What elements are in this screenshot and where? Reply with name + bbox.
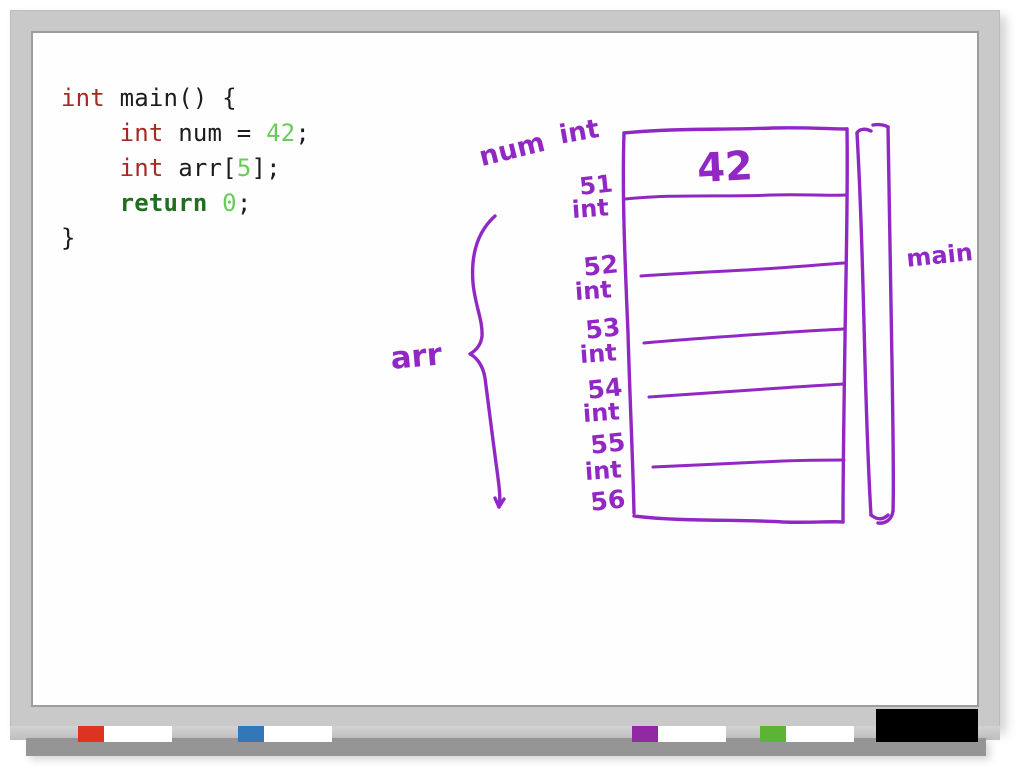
main-frame-outer-bottom	[876, 509, 895, 525]
main-brace	[855, 131, 873, 517]
address-label: int	[557, 114, 602, 151]
main-label: main	[905, 238, 975, 273]
arr-label: arr	[389, 336, 444, 377]
code-indent	[61, 154, 120, 182]
marker-cap	[760, 726, 786, 742]
code-line: return 0;	[61, 186, 310, 221]
code-line: int arr[5];	[61, 151, 310, 186]
num-label: num	[476, 126, 549, 174]
arr-brace-tip	[493, 496, 506, 509]
code-token: 5	[236, 154, 252, 182]
code-block: int main() { int num = 42; int arr[5]; r…	[61, 81, 310, 256]
code-token: int	[119, 154, 164, 182]
address-label: int	[571, 193, 610, 224]
address-label: int	[579, 338, 618, 369]
arr-brace	[468, 214, 502, 509]
code-token: ;	[295, 119, 311, 147]
cell-divider-3	[642, 327, 845, 345]
code-indent	[61, 189, 120, 217]
code-token: ];	[251, 154, 281, 182]
code-token: return	[119, 189, 208, 217]
code-line: }	[61, 221, 310, 256]
main-brace-bottom-hook	[869, 513, 890, 521]
main-frame-outer-top	[871, 122, 890, 129]
code-token: 0	[222, 189, 237, 217]
whiteboard-surface[interactable]: int main() { int num = 42; int arr[5]; r…	[33, 33, 977, 705]
address-label: int	[584, 455, 623, 486]
marker-body	[658, 726, 726, 742]
code-token: ;	[236, 189, 252, 217]
tray-shelf	[26, 738, 986, 756]
marker-cap	[78, 726, 104, 742]
cell-divider-2	[639, 261, 846, 278]
code-token: arr[	[163, 154, 237, 182]
memory-box-right-wall	[841, 127, 849, 524]
eraser[interactable]	[876, 709, 978, 742]
whiteboard-frame: int main() { int num = 42; int arr[5]; r…	[10, 10, 1000, 728]
address-label: int	[582, 397, 621, 428]
blue-marker[interactable]	[238, 726, 332, 742]
code-line: int num = 42;	[61, 116, 310, 151]
cell-divider-5	[651, 458, 846, 469]
code-token: int	[119, 119, 164, 147]
red-marker[interactable]	[78, 726, 172, 742]
marker-body	[264, 726, 332, 742]
cell-value-42: 42	[696, 143, 755, 192]
address-label: int	[574, 275, 613, 306]
memory-box-top-edge	[622, 126, 849, 135]
purple-marker[interactable]	[632, 726, 726, 742]
code-indent	[61, 119, 120, 147]
code-token: int	[61, 84, 105, 112]
main-frame-outer-line	[886, 125, 896, 513]
marker-cap	[238, 726, 264, 742]
address-label: 55	[589, 427, 627, 460]
marker-body	[104, 726, 172, 742]
code-line: int main() {	[61, 81, 310, 116]
whiteboard-bevel: int main() { int num = 42; int arr[5]; r…	[31, 31, 979, 707]
cell-divider-1	[623, 193, 847, 201]
main-brace-top-hook	[855, 127, 873, 135]
green-marker[interactable]	[760, 726, 854, 742]
memory-box-bottom-edge	[632, 514, 845, 524]
code-token: 42	[266, 119, 296, 147]
code-token: }	[61, 224, 76, 252]
code-token: num =	[163, 119, 267, 147]
address-label: 56	[589, 484, 627, 517]
marker-cap	[632, 726, 658, 742]
code-token: main() {	[104, 84, 237, 112]
marker-body	[786, 726, 854, 742]
cell-divider-4	[647, 382, 845, 399]
code-token	[208, 189, 223, 217]
